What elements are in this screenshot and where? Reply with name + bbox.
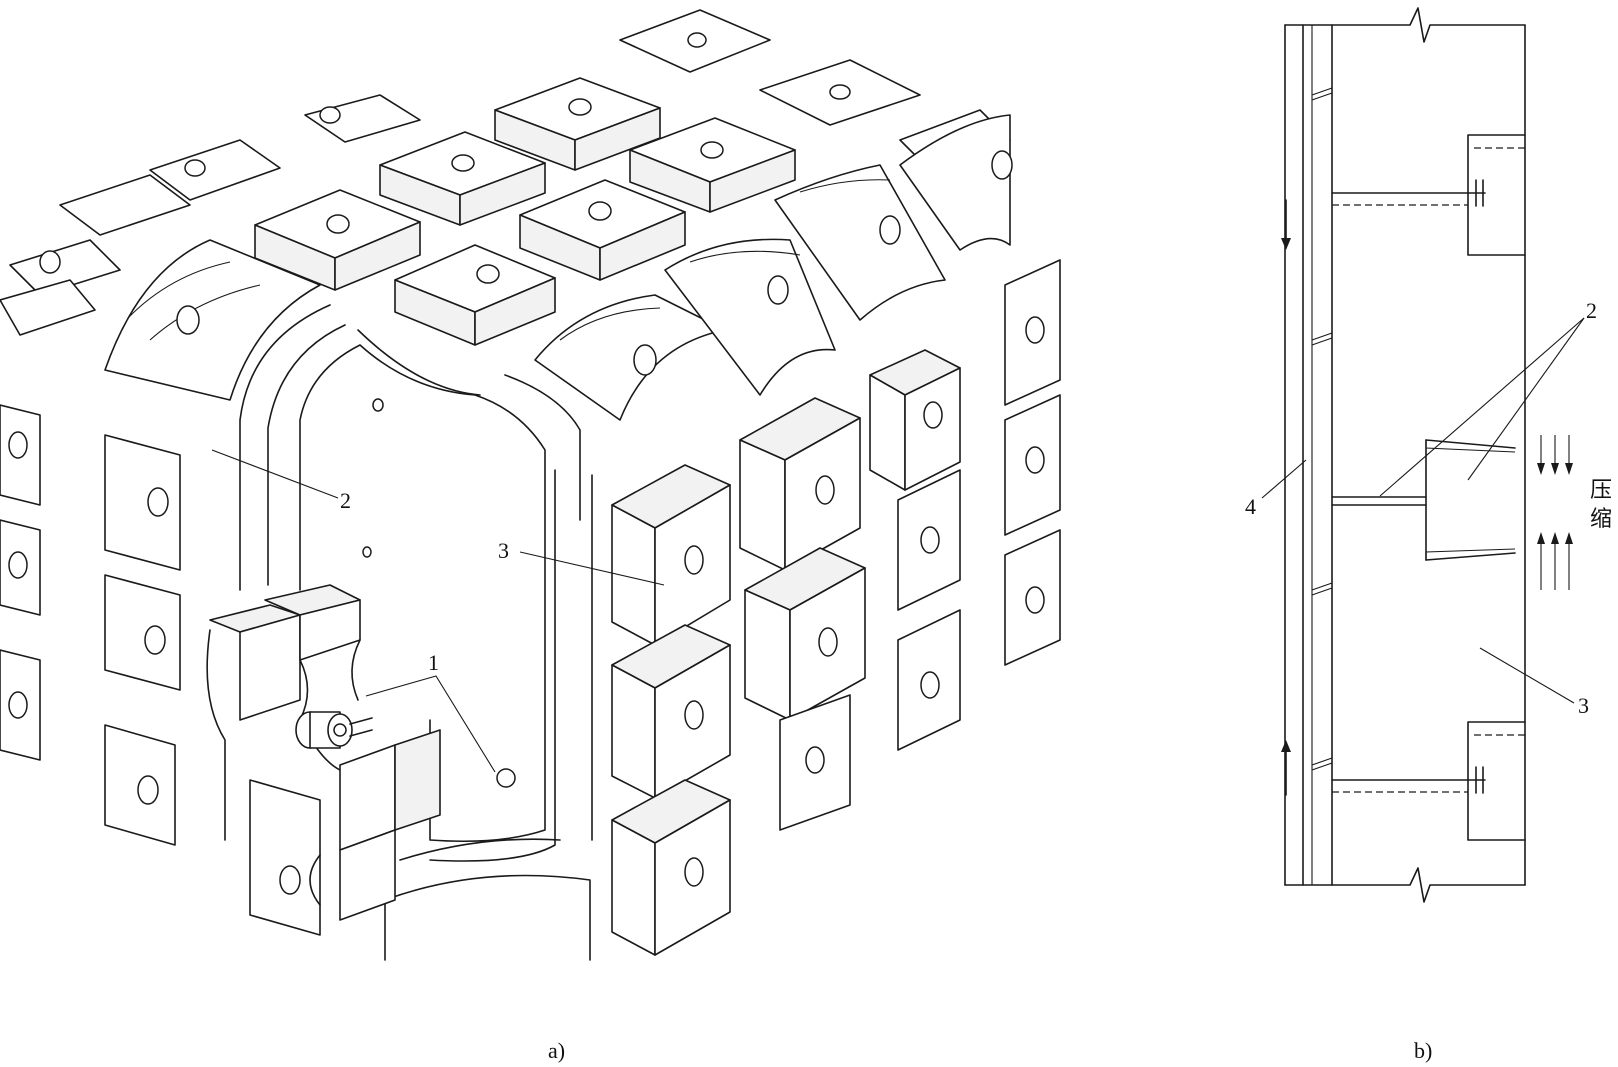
casing-arrows (1281, 199, 1291, 796)
figure-a-isometric-lining: 2 3 1 a) (0, 9, 1061, 1063)
callout-label-4: 4 (1245, 494, 1256, 519)
top-blocks (254, 77, 796, 346)
small-hole-icon (372, 398, 384, 412)
callout-label-3: 3 (498, 538, 509, 563)
anchor-middle (1331, 439, 1516, 561)
far-right-tiles (1004, 259, 1061, 666)
figure-caption-a: a) (548, 1038, 565, 1063)
callout-label-1: 1 (428, 650, 439, 675)
callout-leaders-a (211, 449, 665, 773)
compression-arrows-up (1537, 532, 1573, 590)
casing-hatch-marks (1311, 87, 1333, 771)
callout-leaders-b (1261, 317, 1585, 704)
compression-arrows-down (1537, 435, 1573, 475)
figure-caption-b: b) (1414, 1038, 1432, 1063)
side-text-top: 压 (1590, 478, 1612, 503)
lower-left-cutaway (206, 584, 441, 921)
burner-nozzle-icon (295, 711, 373, 749)
right-face-blocks (611, 349, 961, 956)
break-mark-top (1284, 7, 1526, 43)
break-mark-bottom (1284, 867, 1526, 903)
small-hole-icon (362, 546, 372, 558)
figure-b-section-view: 压 缩 2 4 3 b) (1245, 7, 1612, 1063)
arch-blocks (104, 114, 1013, 421)
sensor-hole-icon (496, 768, 516, 788)
inner-brick-ring (239, 304, 593, 961)
anchor-upper (1331, 134, 1526, 256)
left-wall-tiles (0, 404, 321, 936)
callout-label-2b: 2 (1586, 298, 1597, 323)
anchor-lower (1331, 721, 1526, 841)
callout-label-2: 2 (340, 488, 351, 513)
cavity-outline (299, 344, 546, 843)
side-text-bottom: 缩 (1590, 507, 1612, 532)
callout-label-3b: 3 (1578, 693, 1589, 718)
